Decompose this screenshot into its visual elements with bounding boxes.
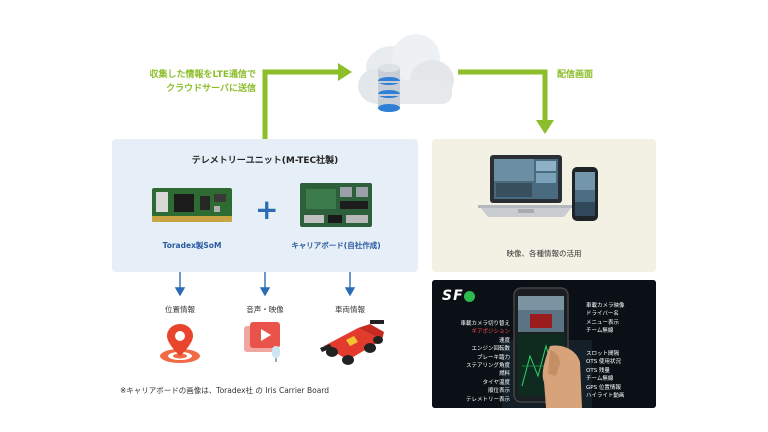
menu-right-item: OTS 残量: [586, 367, 610, 374]
menu-right-item: OTS 使用状況: [586, 359, 621, 366]
upload-arrow-head: [338, 63, 352, 81]
menu-left-item: ブレーキ踏力: [476, 354, 510, 361]
menu-left-item: 速度: [498, 337, 510, 344]
menu-left-item: ギアポジション: [471, 329, 510, 336]
menu-left-item: ステアリング角度: [465, 363, 510, 370]
menu-left-item: エンジン回転数: [471, 346, 510, 353]
delivery-label: 配信画面: [557, 70, 594, 80]
menu-right-item: GPS 位置情報: [586, 384, 621, 391]
menu-left-item: テレメトリー表示: [465, 396, 510, 403]
menu-right-item: メニュー表示: [586, 319, 620, 326]
app-logo: SF: [442, 288, 464, 304]
laptop-icon: [478, 155, 574, 217]
menu-right-bottom: スロット間隔 OTS 使用状況 OTS 残量 チーム無線 GPS 位置情報 ハイ…: [586, 350, 654, 400]
database-icon: [378, 64, 400, 112]
menu-right-item: チーム無線: [586, 328, 614, 335]
upload-label-line1: 収集した情報をLTE通信で: [149, 70, 256, 80]
menu-left-item: 順位表示: [487, 388, 510, 395]
menu-right-item: スロット間隔: [586, 351, 620, 357]
menu-right-item: 車載カメラ映像: [586, 303, 625, 309]
footnote: ※キャリアボードの画像は、Toradex社 の Iris Carrier Boa…: [120, 386, 330, 395]
plus-sign: +: [255, 193, 279, 226]
som-board-image: [152, 188, 232, 222]
menu-left-item: タイヤ温度: [482, 379, 510, 386]
app-screen-panel: SF 車載カメラ切り替え ギアポジション 速度 エンジン回転数 ブレーキ踏力 ス…: [432, 280, 656, 408]
input-label-location: 位置情報: [165, 305, 195, 314]
menu-right-top: 車載カメラ映像 ドライバー名 メニュー表示 チーム無線: [586, 302, 654, 336]
menu-right-item: ハイライト動画: [586, 393, 625, 400]
upload-arrow: [262, 69, 340, 139]
menu-right-item: ドライバー名: [586, 311, 619, 318]
carrier-label: キャリアボード(自社作成): [291, 241, 381, 250]
unit-title: テレメトリーユニット(M-TEC社製): [191, 156, 339, 166]
phone-in-hand-image: [513, 287, 582, 408]
menu-right-item: チーム無線: [586, 376, 614, 383]
input-label-av: 音声・映像: [246, 305, 284, 314]
menu-left-item: 車載カメラ切り替え: [460, 321, 510, 327]
delivery-arrow: [458, 69, 548, 122]
delivery-arrow-head: [536, 120, 554, 134]
som-label: Toradex製SoM: [162, 241, 222, 250]
upload-label: 収集した情報をLTE通信で クラウドサーバに送信: [148, 68, 256, 96]
usage-label: 映像、各種情報の活用: [506, 249, 582, 258]
carrier-board-image: [300, 183, 372, 227]
menu-left: 車載カメラ切り替え ギアポジション 速度 エンジン回転数 ブレーキ踏力 ステアリ…: [436, 320, 510, 404]
location-pin-icon: [160, 324, 200, 363]
app-logo-badge: [464, 291, 475, 302]
phone-icon: [572, 167, 598, 221]
media-icon: [244, 322, 280, 362]
race-car-icon: [320, 320, 384, 365]
cloud-server-icon: [358, 34, 454, 112]
input-label-vehicle: 車両情報: [335, 305, 365, 314]
upload-label-line2: クラウドサーバに送信: [166, 84, 256, 94]
menu-left-item: 燃料: [498, 371, 510, 378]
